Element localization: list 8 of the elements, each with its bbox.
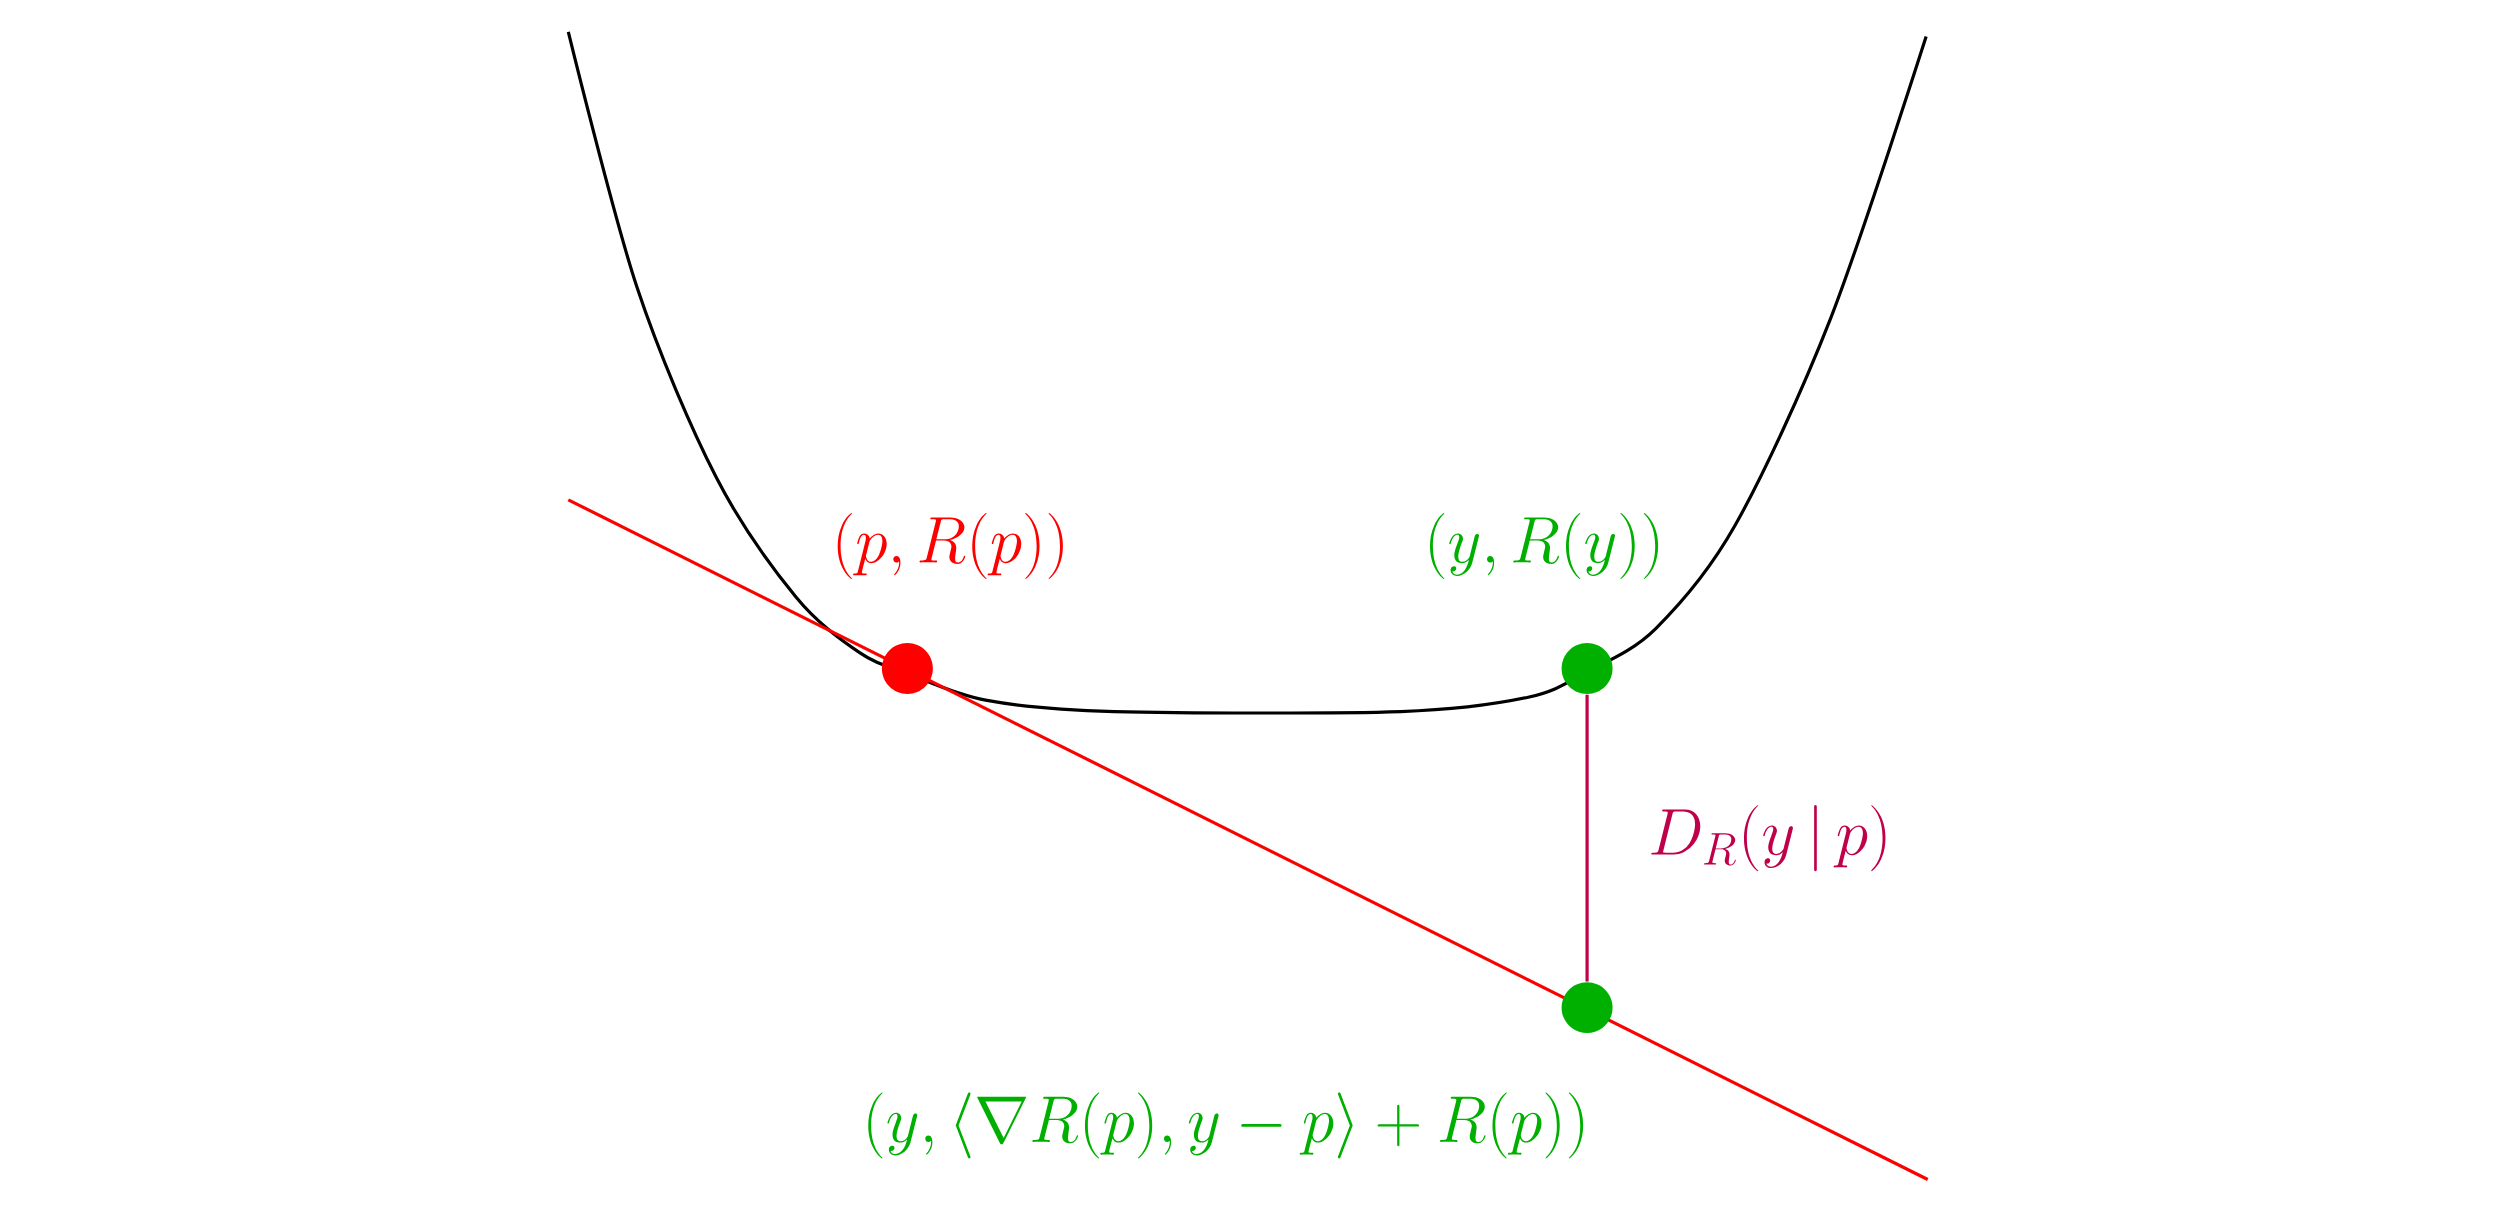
point-label: $\big(y,\langle\nabla R(p),y-p\rangle+R(p)\big)$ [868,1092,1584,1159]
connector-line [1585,694,1589,982]
edge-label: $D_R(y\,|\,p)$ [1651,805,1886,872]
point-dot [1561,643,1613,694]
point-dot [1561,982,1613,1034]
point-dot [881,643,933,694]
point-label: $\big(p,R(p)\big)$ [837,513,1063,579]
point-label: $\big(y,R(y)\big)$ [1430,513,1659,579]
